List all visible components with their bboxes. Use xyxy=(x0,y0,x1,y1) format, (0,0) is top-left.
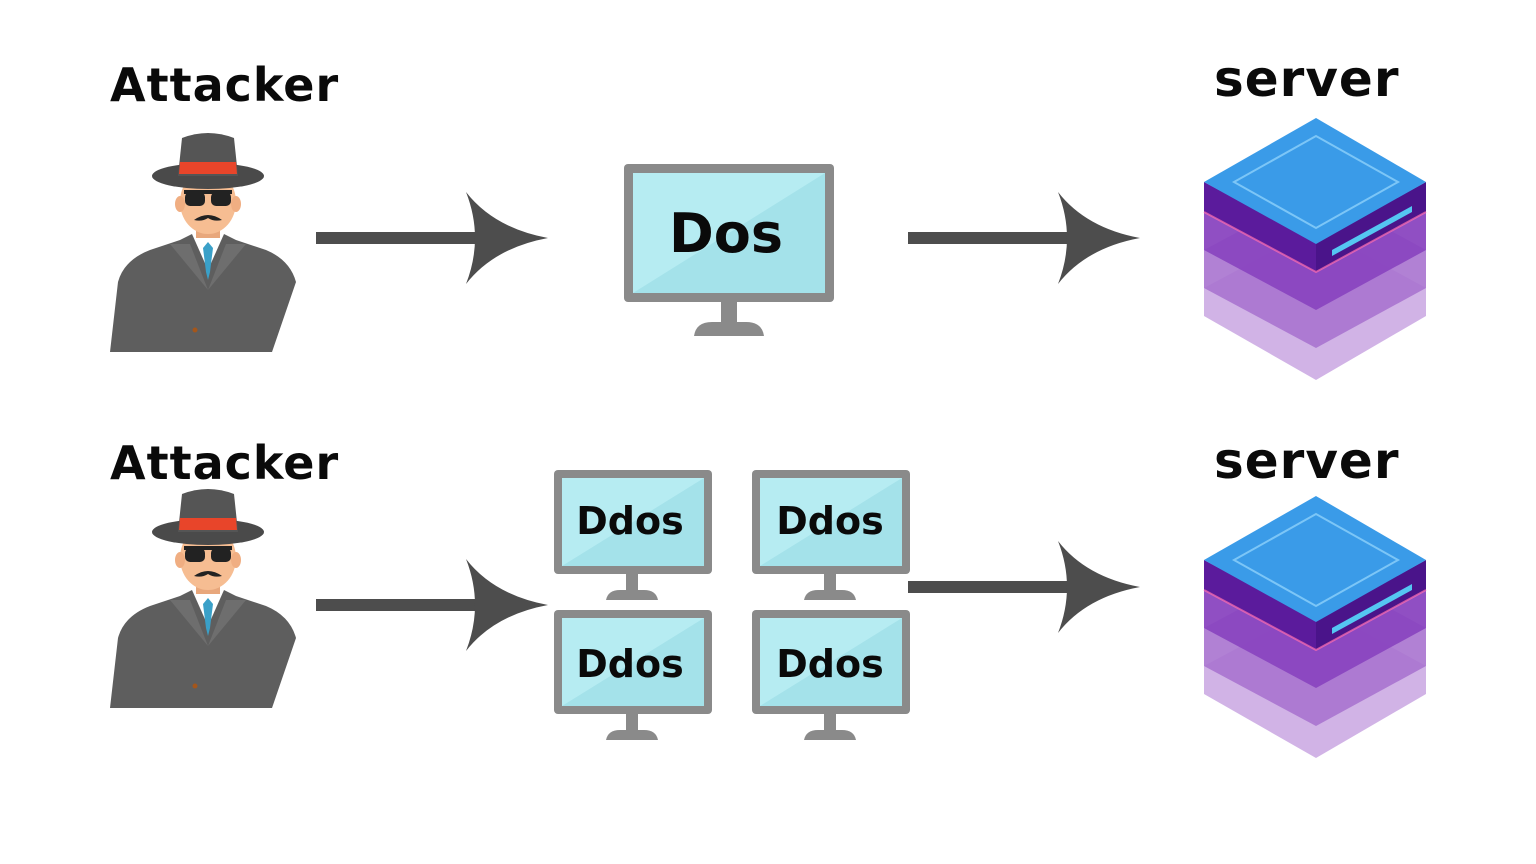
monitor-icon: Dos xyxy=(624,164,834,336)
monitor-icon: Ddos xyxy=(554,610,712,740)
arrow-right-icon xyxy=(908,541,1140,633)
arrow-right-icon xyxy=(316,192,548,284)
hacker-icon xyxy=(110,489,296,708)
server-stack-icon xyxy=(1203,495,1427,759)
monitor-label: Ddos xyxy=(576,642,683,686)
monitor-label: Ddos xyxy=(776,642,883,686)
attacker-label: Attacker xyxy=(110,436,340,490)
arrow-right-icon xyxy=(908,192,1140,284)
hacker-icon xyxy=(110,133,296,352)
server-label: server xyxy=(1214,50,1400,108)
monitor-label: Ddos xyxy=(776,499,883,543)
attacker-label: Attacker xyxy=(110,58,340,112)
monitor-icon: Ddos xyxy=(752,470,910,600)
monitor-icon: Ddos xyxy=(554,470,712,600)
monitor-label: Dos xyxy=(669,202,783,265)
monitor-label: Ddos xyxy=(576,499,683,543)
server-label: server xyxy=(1214,432,1400,490)
arrow-right-icon xyxy=(316,559,548,651)
server-stack-icon xyxy=(1203,117,1427,381)
monitor-icon: Ddos xyxy=(752,610,910,740)
